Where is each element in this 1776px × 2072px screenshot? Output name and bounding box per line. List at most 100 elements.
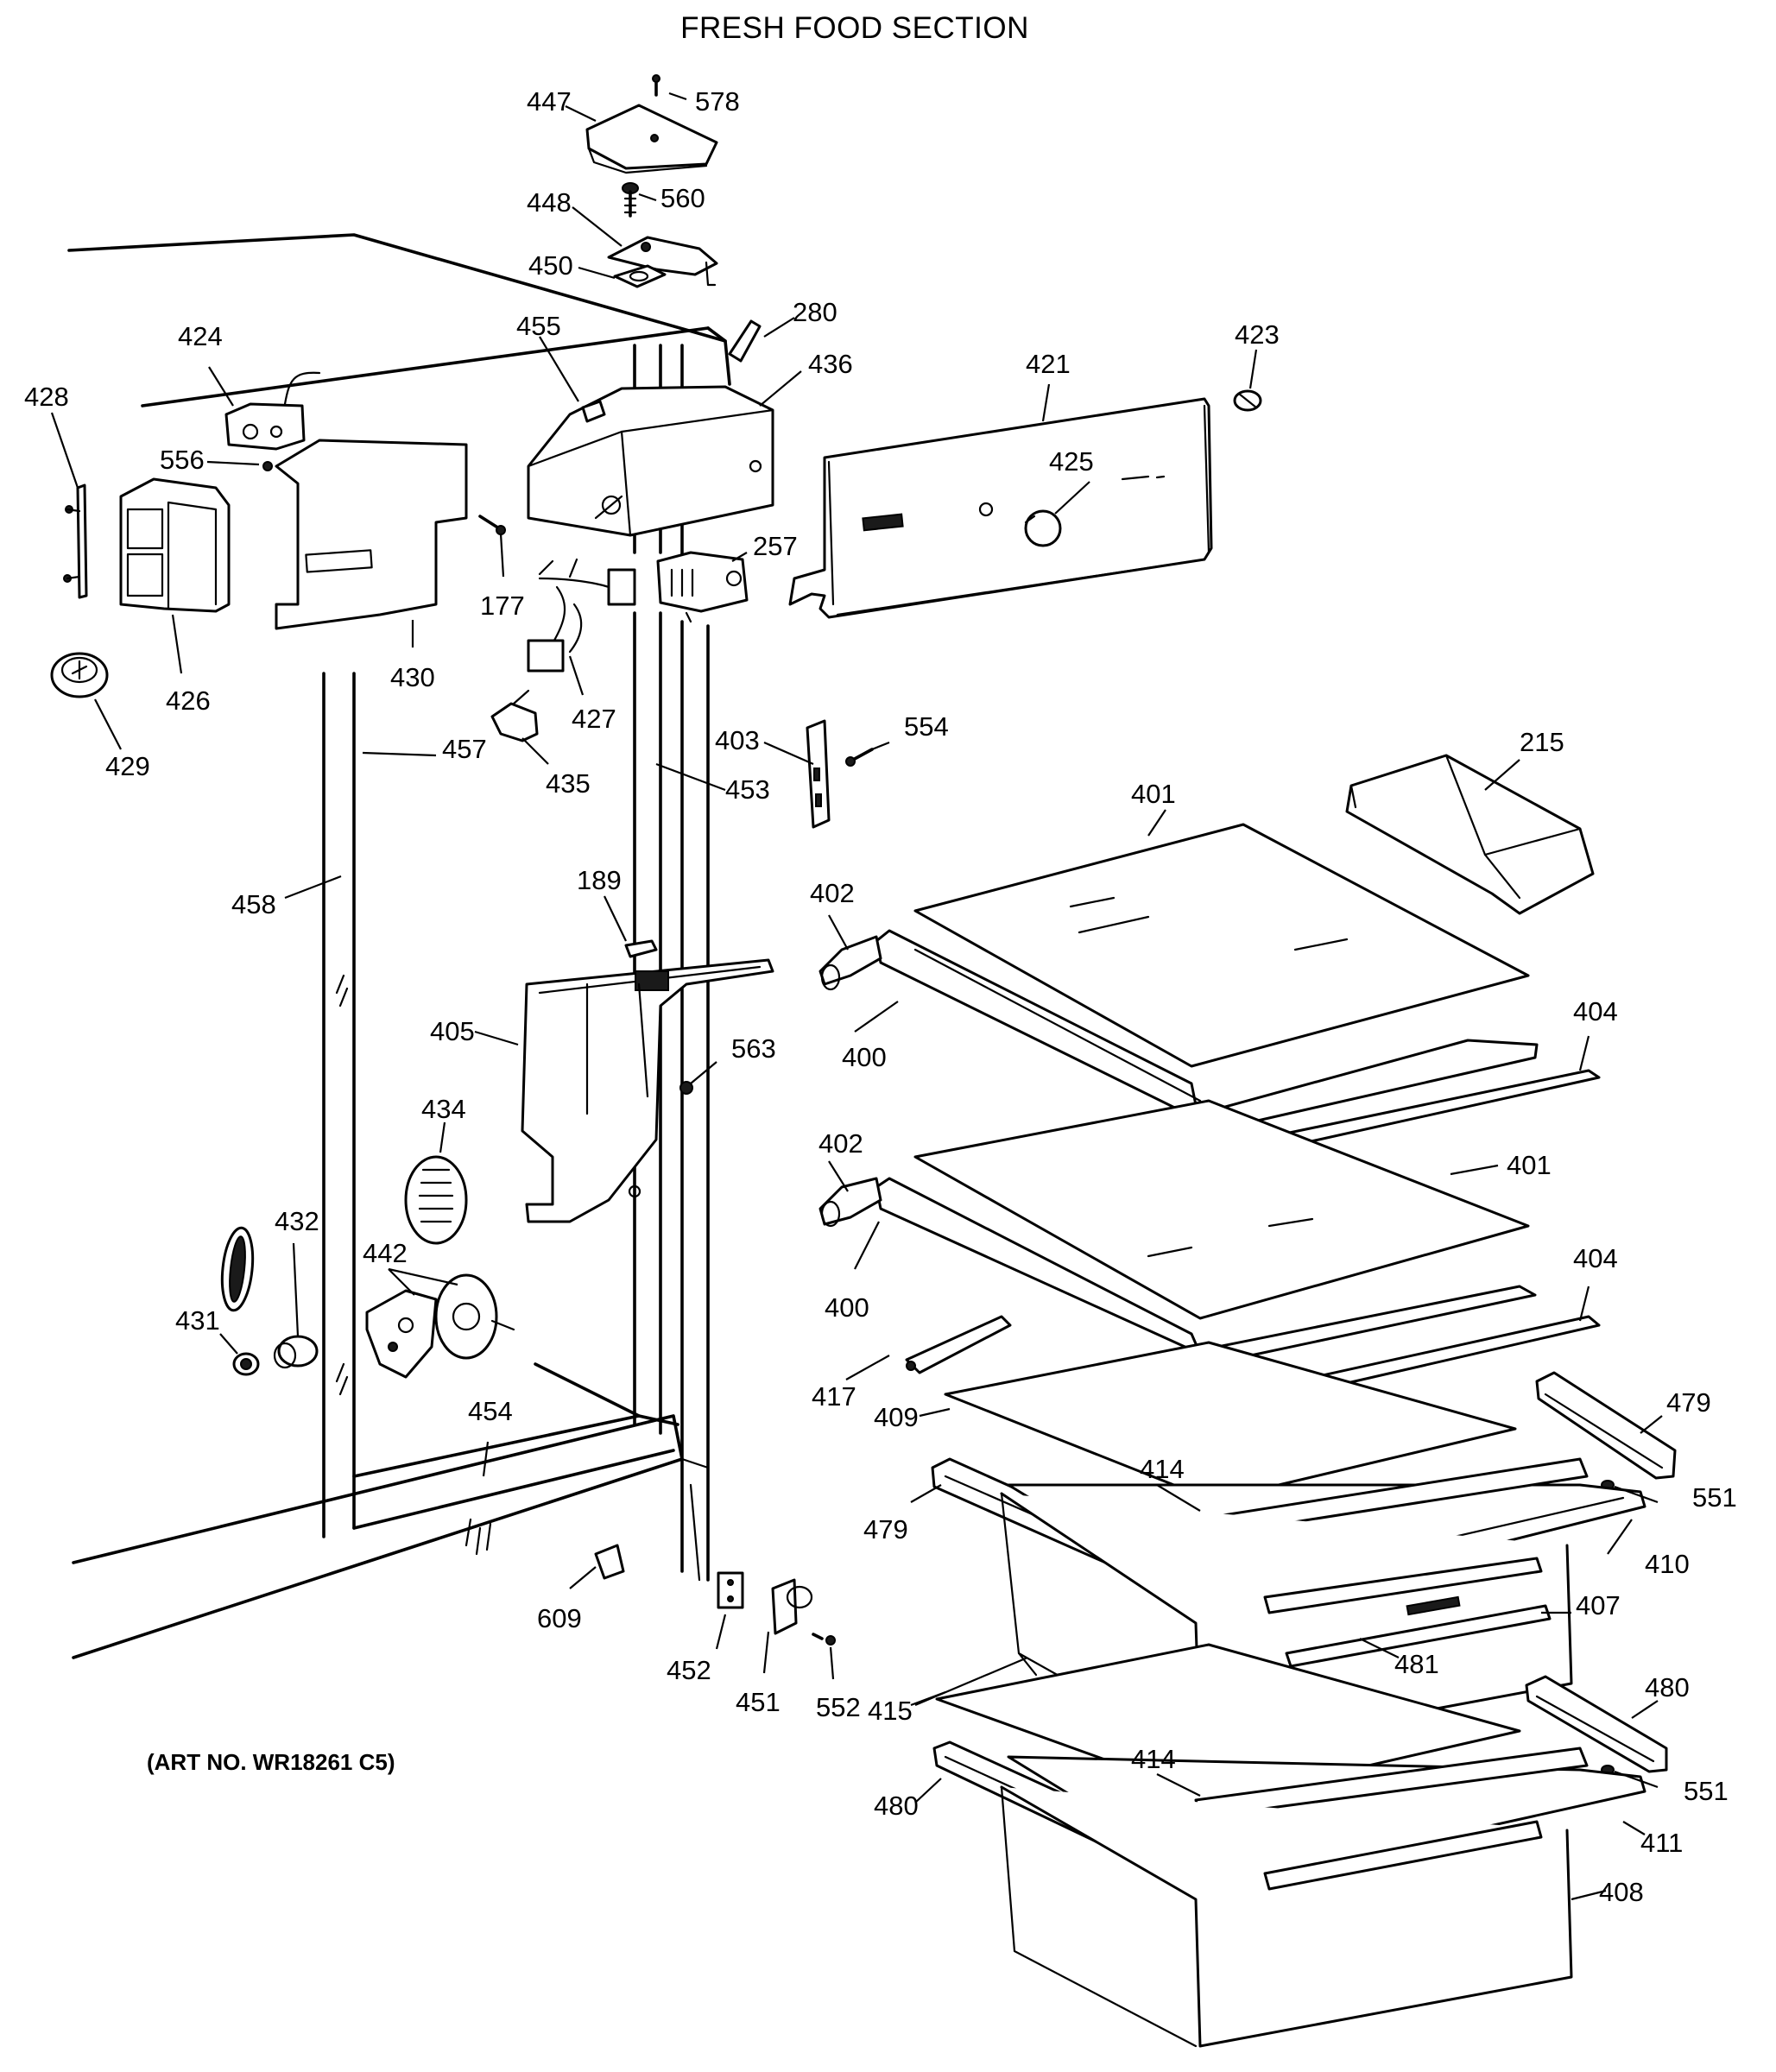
callout-424: 424 [178,321,223,351]
screw-177 [478,515,506,535]
leader-lines [50,92,1663,1901]
callout-401-upper: 401 [1131,779,1176,809]
callout-552: 552 [816,1692,861,1722]
handle-481 [1263,1557,1552,1668]
shelf-hanger-402-upper [818,935,882,991]
callout-454: 454 [468,1396,513,1426]
bulb-423 [1233,389,1262,412]
shelf-support-403 [806,719,831,829]
diagram-title: FRESH FOOD SECTION [680,11,1029,45]
callout-401-lower: 401 [1507,1150,1552,1180]
callout-479-left: 479 [863,1514,908,1545]
screw-560 [622,182,639,218]
meat-pan-408 [1000,1785,1573,2048]
bracket-452 [717,1571,744,1609]
callout-480-right: 480 [1645,1672,1690,1702]
callout-428: 428 [24,382,69,412]
callout-421: 421 [1026,349,1071,379]
callout-563: 563 [731,1033,776,1064]
screw-578 [652,74,660,97]
callout-423: 423 [1235,319,1280,350]
callout-479-right: 479 [1666,1387,1711,1418]
clip-455 [581,400,606,423]
harness-427 [527,558,636,673]
control-panel-421 [788,397,1213,619]
callout-409: 409 [874,1402,919,1432]
screw-563 [679,1081,693,1095]
callout-556: 556 [160,445,205,475]
socket-435 [490,689,539,742]
callout-410: 410 [1645,1549,1690,1579]
callout-labels: 578 447 560 448 450 280 455 436 424 421 … [24,86,1737,1907]
slide-rail-480-right [1525,1675,1668,1773]
glass-shelf-401-lower [913,1099,1530,1320]
callout-427: 427 [572,704,616,734]
callout-554: 554 [904,711,949,742]
bushing-432 [273,1335,319,1369]
slide-rail-479-right [1535,1371,1677,1480]
callout-455: 455 [516,311,561,341]
callout-402-upper: 402 [810,878,855,908]
callout-189: 189 [577,865,622,895]
callout-430: 430 [390,662,435,692]
callout-404-lower: 404 [1573,1243,1618,1273]
screw-554 [845,748,874,767]
callout-448: 448 [527,187,572,218]
callout-431: 431 [175,1305,220,1336]
callout-450: 450 [528,250,573,281]
callout-403: 403 [715,725,760,755]
callout-442: 442 [363,1238,408,1268]
dairy-bin-215 [1345,754,1595,915]
callout-458: 458 [231,889,276,919]
callout-435: 435 [546,768,591,799]
cover-glass-409 [944,1341,1517,1502]
callout-480-left: 480 [874,1791,919,1821]
control-housing-430 [275,439,468,630]
screw-552 [812,1633,836,1646]
handle-408 [1263,1820,1543,1891]
damper-442 [365,1273,515,1379]
bracket-609 [594,1544,625,1580]
timer-257 [656,551,749,623]
knob-429 [50,652,109,698]
callout-405: 405 [430,1016,475,1046]
callout-414-upper: 414 [1140,1454,1185,1484]
knob-425 [1024,509,1062,547]
callout-400-upper: 400 [842,1042,887,1072]
thermostat-424 [224,371,321,451]
shelf-hanger-402-lower [818,1177,882,1228]
callout-407: 407 [1576,1590,1621,1620]
callout-417: 417 [812,1381,856,1412]
callout-414-lower: 414 [1131,1744,1176,1774]
bulb-280 [728,319,762,363]
art-number: (ART NO. WR18261 C5) [147,1749,395,1775]
light-housing-436 [527,385,774,537]
callout-434: 434 [421,1094,466,1124]
callout-447: 447 [527,86,572,117]
shim-450 [613,264,667,288]
callout-408: 408 [1599,1877,1644,1907]
callout-453: 453 [725,774,770,805]
callout-404-upper: 404 [1573,996,1618,1027]
housing-426 [119,477,231,613]
glass-shelf-401-upper [913,823,1530,1068]
callout-432: 432 [275,1206,319,1236]
callout-551-upper: 551 [1692,1482,1737,1513]
callout-402-lower: 402 [818,1128,863,1159]
callout-429: 429 [105,751,150,781]
callout-457: 457 [442,734,487,764]
callout-551-lower: 551 [1684,1776,1729,1806]
callout-452: 452 [667,1655,711,1685]
callout-257: 257 [753,531,798,561]
callout-426: 426 [166,685,211,716]
hinge-cover-447 [585,104,718,174]
callout-425: 425 [1049,446,1094,477]
callout-609: 609 [537,1603,582,1633]
screw-556 [262,461,273,471]
callout-215: 215 [1520,727,1564,757]
callout-578: 578 [695,86,740,117]
callout-451: 451 [736,1687,781,1717]
callout-400-lower: 400 [825,1292,869,1323]
cap-431 [232,1352,260,1376]
